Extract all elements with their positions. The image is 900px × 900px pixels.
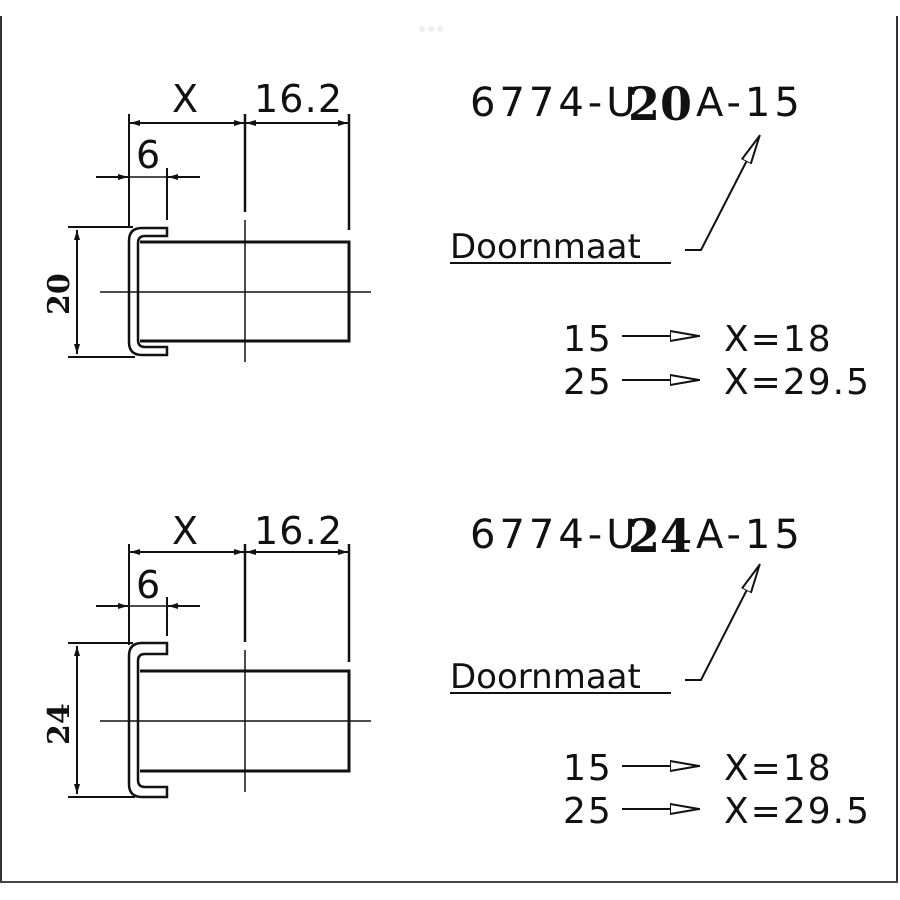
size-mapping-table: 15 X=18 25 X=29.5 <box>563 319 871 403</box>
size-mapping-table: 15 X=18 25 X=29.5 <box>563 748 871 832</box>
part-code-u24: 6774-U 24 A-15 <box>470 509 804 563</box>
frame-border-right <box>896 16 898 882</box>
code-suffix: A-15 <box>696 512 804 558</box>
leader-arrow <box>685 134 761 251</box>
drawing-u24 <box>68 544 371 799</box>
height-dim-label: 24 <box>42 703 77 745</box>
dim-6-label: 6 <box>136 563 160 607</box>
map-from: 25 <box>563 362 613 403</box>
map-from: 15 <box>563 748 613 789</box>
leader-arrow <box>685 563 761 681</box>
doornmaat-label: Doornmaat <box>450 227 641 267</box>
more-options-icon[interactable] <box>419 26 443 32</box>
doornmaat-label: Doornmaat <box>450 657 641 697</box>
frame-border-bottom <box>0 881 898 883</box>
map-to: X=18 <box>724 748 833 789</box>
code-prefix: 6774-U <box>470 512 640 558</box>
map-to: X=29.5 <box>724 791 871 832</box>
dim-6-label: 6 <box>136 133 160 177</box>
dim-16-2-label: 16.2 <box>254 509 342 553</box>
map-to: X=29.5 <box>724 362 871 403</box>
dim-x-label: X <box>172 77 198 121</box>
code-size: 20 <box>628 77 692 131</box>
frame-border-left <box>0 16 2 882</box>
dim-x-label: X <box>172 509 198 553</box>
map-from: 25 <box>563 791 613 832</box>
map-to: X=18 <box>724 319 833 360</box>
dim-16-2-label: 16.2 <box>254 77 342 121</box>
part-code-u20: 6774-U 20 A-15 <box>470 77 804 131</box>
code-prefix: 6774-U <box>470 80 640 126</box>
code-suffix: A-15 <box>696 80 804 126</box>
map-from: 15 <box>563 319 613 360</box>
height-dim-label: 20 <box>42 273 77 315</box>
code-size: 24 <box>628 509 692 563</box>
drawing-u20 <box>68 114 371 362</box>
